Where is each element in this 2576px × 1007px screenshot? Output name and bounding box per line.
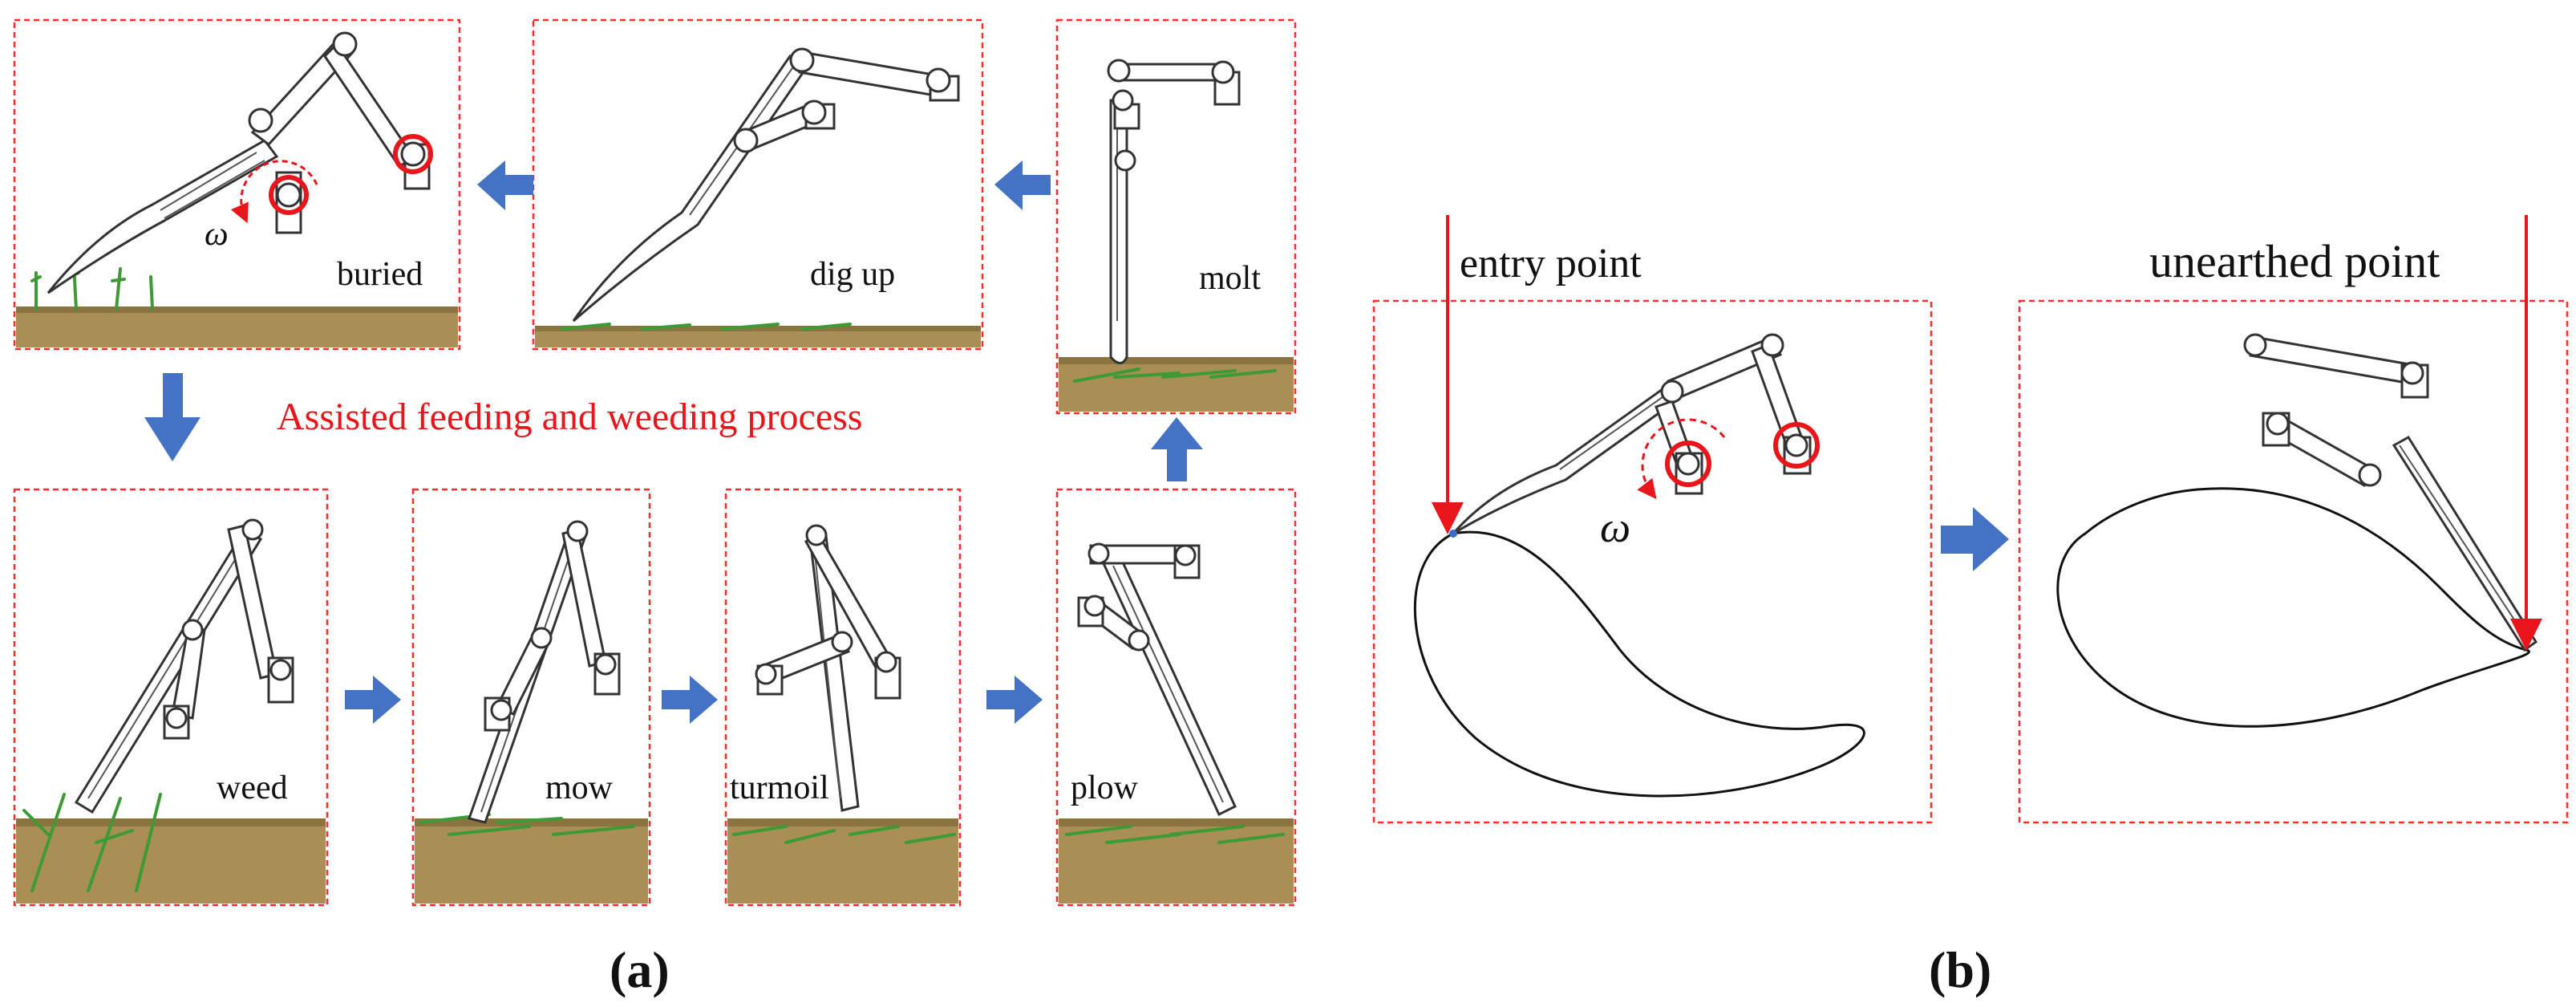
unearthed-frame (2018, 299, 2569, 824)
omega-symbol: ω (205, 216, 229, 253)
flow-arrow-right (662, 676, 718, 724)
flow-arrow-up (1151, 417, 1203, 481)
pivot-highlight (393, 134, 433, 174)
stage-label-dig-up: dig up (810, 256, 895, 293)
flow-arrow-left (994, 160, 1051, 210)
subfigure-label-a: (a) (610, 941, 670, 998)
stage-mow: mow (411, 488, 651, 907)
panel-a: ω buried dig up (13, 18, 1297, 998)
omega-symbol: ω (1600, 503, 1630, 551)
stage-turmoil: turmoil (724, 488, 962, 907)
pivot-highlight (269, 175, 309, 215)
flow-arrow-down (144, 373, 200, 461)
linkage-entry (1452, 333, 1812, 535)
cutter-trajectory (1414, 530, 1865, 798)
flow-arrow-left (477, 160, 533, 210)
pivot-highlight (1773, 422, 1820, 469)
linkage-turmoil (755, 524, 901, 812)
process-title: Assisted feeding and weeding process (277, 396, 862, 438)
weed-plants (419, 813, 635, 836)
stage-label-molt: molt (1199, 260, 1261, 297)
entry-point-label: entry point (1460, 241, 1642, 286)
flow-arrow-right (345, 676, 401, 724)
weed-plants (732, 825, 956, 844)
stage-molt: molt (1055, 18, 1297, 415)
stage-label-mow: mow (545, 769, 614, 806)
weed-plants (1073, 367, 1277, 383)
pivot-highlight (1665, 441, 1711, 487)
subfigure-label-b: (b) (1929, 941, 1991, 998)
unearthed-point-label: unearthed point (2149, 235, 2440, 287)
linkage-unearthed (2243, 333, 2538, 652)
weed-plants (560, 323, 852, 331)
panel-b: entry point unearthed point ω (1372, 215, 2569, 998)
linkage-molt (1107, 59, 1241, 364)
flow-arrow-right (1941, 507, 2009, 571)
weed-plants (1065, 825, 1285, 844)
rotation-arrow (230, 160, 318, 224)
linkage-plow (1077, 542, 1237, 817)
stage-label-buried: buried (337, 256, 423, 293)
stage-label-weed: weed (217, 769, 288, 806)
stage-label-plow: plow (1071, 769, 1139, 806)
linkage-buried (47, 31, 431, 294)
linkage-weed (74, 518, 294, 814)
flow-arrow-right (986, 676, 1043, 724)
weed-plants (22, 793, 162, 892)
stage-weed: weed (13, 488, 329, 907)
linkage-mow (468, 520, 621, 824)
rotation-arrow (1637, 418, 1726, 500)
stage-buried: ω buried (13, 18, 461, 351)
stage-label-turmoil: turmoil (730, 769, 829, 806)
entry-frame: ω (1372, 299, 1933, 824)
stage-plow: plow (1055, 488, 1297, 907)
entry-point-marker (1449, 530, 1457, 538)
cutter-trajectory (2056, 487, 2530, 728)
stage-dig-up: dig up (532, 18, 984, 351)
linkage-dig-up (572, 47, 960, 323)
